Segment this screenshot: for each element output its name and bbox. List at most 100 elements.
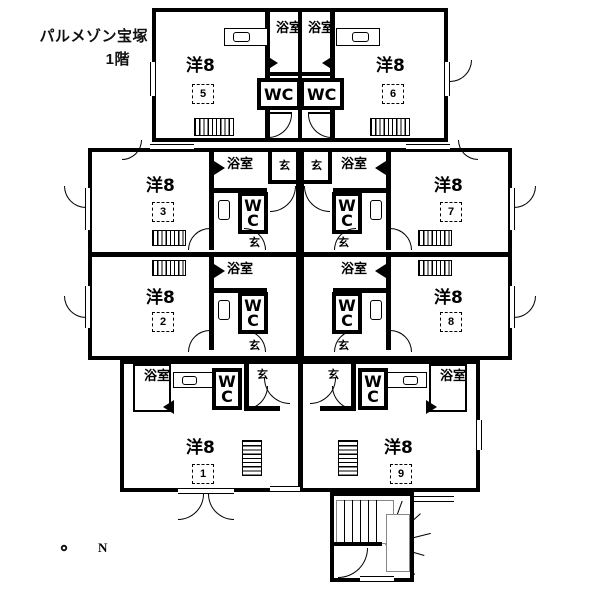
stair-bottom-opening (360, 576, 394, 582)
unit-2-left-door-swing[interactable] (64, 296, 86, 318)
unit-5-number: 5 (192, 84, 214, 104)
unit-3-room-label: 洋8 (146, 176, 175, 196)
stair-tread (368, 500, 370, 544)
unit-1-entrance-label: 玄 (257, 368, 268, 381)
unit-7-right-door-swing[interactable] (514, 186, 536, 208)
stair-landing-wall (330, 542, 382, 546)
unit-7-bath-door[interactable] (375, 161, 386, 175)
center-entrance-left-box (268, 148, 300, 184)
unit-5-sink-icon (233, 32, 250, 42)
unit-8-closet (418, 260, 452, 276)
unit-6-bath-door[interactable] (322, 56, 333, 70)
unit-9-entrance-label: 玄 (328, 368, 339, 381)
unit-3-washer-slot (218, 200, 230, 220)
unit-3-window-left (85, 188, 91, 230)
unit-8-bath-door[interactable] (375, 264, 386, 278)
unit-3-bath-wall-h (209, 188, 267, 193)
top-bath-wall-right (298, 72, 335, 76)
unit-6-number: 6 (382, 84, 404, 104)
unit-7-bath-wall-v (386, 148, 391, 192)
unit-6-bath-label: 浴室 (308, 21, 335, 36)
unit-8-washer-slot (370, 300, 382, 320)
unit-2-closet (152, 260, 186, 276)
unit-1-balcony-door-right[interactable] (208, 494, 234, 520)
stair-run (336, 500, 394, 544)
compass-rose: N (36, 520, 112, 580)
unit-2-bath-wall-h (209, 288, 267, 293)
stair-winder-box (386, 514, 410, 572)
center-entrance-right-label: 玄 (311, 159, 322, 172)
unit-8-wc-label: W C (337, 298, 357, 331)
unit-3-wc-label: W C (243, 198, 263, 231)
unit-5-closet (194, 118, 234, 136)
unit-9-sink-icon (403, 376, 418, 385)
unit-5-wc-box (257, 78, 301, 110)
unit-1-room-label: 洋8 (186, 438, 215, 458)
unit-1-wc-c: C (221, 387, 233, 407)
stair-bottom-wall (330, 578, 360, 582)
unit-2-hall-wall-v (209, 292, 214, 350)
unit-1-hall-wall-v (244, 360, 249, 410)
unit-7-wc-c: C (341, 211, 353, 231)
unit-7-window-right (509, 188, 515, 230)
unit-7-wc-label: W C (337, 196, 357, 231)
page-title: パルメゾン宝塚 1階 (8, 26, 148, 71)
unit-3-window-top (150, 144, 194, 150)
unit-7-washer-slot (370, 200, 382, 220)
unit-7-wc-box (332, 192, 362, 234)
unit-9-closet (338, 440, 358, 476)
stair-tread (376, 500, 378, 544)
unit-1-bath-door[interactable] (163, 400, 174, 414)
unit-1-wc-w: W (218, 372, 236, 391)
unit-2-bath-wall-v (209, 257, 214, 301)
unit-8-right-door-swing[interactable] (514, 296, 536, 318)
unit-9-room-label: 洋8 (384, 438, 413, 458)
unit-5-room-label: 洋8 (186, 56, 215, 76)
stair-tread (360, 500, 362, 544)
unit-6-entry-door-swing[interactable] (450, 60, 472, 82)
center-entrance-left-label: 玄 (279, 159, 290, 172)
unit-8-room-label: 洋8 (434, 288, 463, 308)
unit-9-hall-wall-h (320, 406, 356, 411)
unit-5-bath-door[interactable] (267, 56, 278, 70)
unit-8-wc-c: C (341, 311, 353, 331)
unit-2-washer-slot (218, 300, 230, 320)
unit-3-bath-door[interactable] (214, 161, 225, 175)
unit-1-wc-label: W C (217, 372, 237, 407)
unit-7-number: 7 (440, 202, 462, 222)
unit-9-bath-door[interactable] (426, 400, 437, 414)
unit-5-bath-label: 浴室 (276, 21, 303, 36)
unit-2-bath-label: 浴室 (227, 262, 254, 277)
unit-2-wc-c: C (247, 311, 259, 331)
unit-3-bath-label: 浴室 (227, 157, 254, 172)
stair-side-opening (414, 496, 454, 502)
unit-6-wc-door-leaf (308, 112, 334, 114)
unit-8-bath-label: 浴室 (341, 262, 368, 277)
unit-9-number: 9 (390, 464, 412, 484)
building-name: パルメゾン宝塚 (39, 28, 148, 45)
unit-2-bath-door[interactable] (214, 264, 225, 278)
unit-3-closet (152, 230, 186, 246)
top-bath-wall-left (265, 72, 302, 76)
unit-7-room-label: 洋8 (434, 176, 463, 196)
unit-1-bath-label: 浴室 (144, 369, 171, 384)
unit-3-wc-c: C (247, 211, 259, 231)
floor-label: 1階 (105, 50, 130, 68)
unit-6-room-label: 洋8 (376, 56, 405, 76)
unit-6-closet (370, 118, 410, 136)
stair-tread (344, 500, 346, 544)
unit-7-bath-wall-h (333, 188, 391, 193)
corridor-right-window (476, 420, 482, 450)
corridor-opening (270, 486, 300, 492)
unit-1-balcony-door-left[interactable] (178, 494, 204, 520)
middle-right-divider (300, 252, 512, 257)
unit-9-wc-w: W (364, 372, 382, 391)
unit-7-wc-w: W (338, 196, 356, 215)
compass-north-label: N (98, 540, 108, 555)
unit-1-sink-icon (182, 376, 197, 385)
unit-3-number: 3 (152, 202, 174, 222)
unit-8-bath-wall-v (386, 257, 391, 301)
unit-7-bath-label: 浴室 (341, 157, 368, 172)
unit-9-hall-wall-v (351, 360, 356, 410)
unit-3-left-door-swing[interactable] (64, 186, 86, 208)
